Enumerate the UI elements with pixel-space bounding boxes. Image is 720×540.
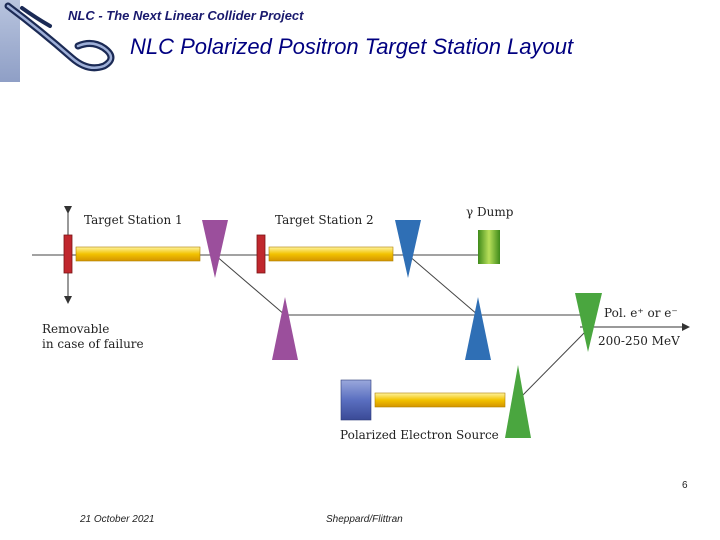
accelerator-1: [75, 246, 201, 262]
project-name: NLC - The Next Linear Collider Project: [68, 8, 304, 23]
beamline-diag-1: [214, 254, 286, 316]
target-station-diagram: Target Station 1 Target Station 2 γ Dump…: [32, 205, 690, 442]
gamma-dump: [478, 230, 500, 264]
page-number: 6: [682, 480, 688, 491]
gamma-dump-label: γ Dump: [466, 205, 514, 219]
magenta-magnet-1: [202, 220, 228, 278]
removable-label-1: Removable: [42, 322, 109, 336]
blue-magnet-2: [465, 297, 491, 360]
target-station-2-label: Target Station 2: [275, 213, 374, 227]
target-1: [63, 234, 73, 274]
output-label-2: 200-250 MeV: [598, 334, 680, 348]
magenta-magnet-2: [272, 297, 298, 360]
beamline-diag-2: [407, 254, 479, 316]
green-magnet-1: [575, 293, 602, 352]
target-station-1-label: Target Station 1: [84, 213, 183, 227]
slide-title: NLC Polarized Positron Target Station La…: [130, 34, 574, 59]
source-accelerator: [374, 392, 506, 408]
source-block: [340, 379, 372, 421]
blue-magnet-1: [395, 220, 421, 278]
output-label-1: Pol. e⁺ or e⁻: [604, 306, 678, 320]
logo-background-strip: [0, 0, 20, 82]
source-label: Polarized Electron Source: [340, 428, 499, 442]
source-beamline-diag: [517, 326, 591, 401]
accelerator-2: [268, 246, 394, 262]
target-2: [256, 234, 266, 274]
green-magnet-2: [505, 365, 531, 438]
footer-author: Sheppard/Flittran: [326, 514, 403, 525]
nlc-logo-icon: [4, 2, 115, 72]
removable-label-2: in case of failure: [42, 337, 144, 351]
footer-date: 21 October 2021: [80, 514, 155, 525]
